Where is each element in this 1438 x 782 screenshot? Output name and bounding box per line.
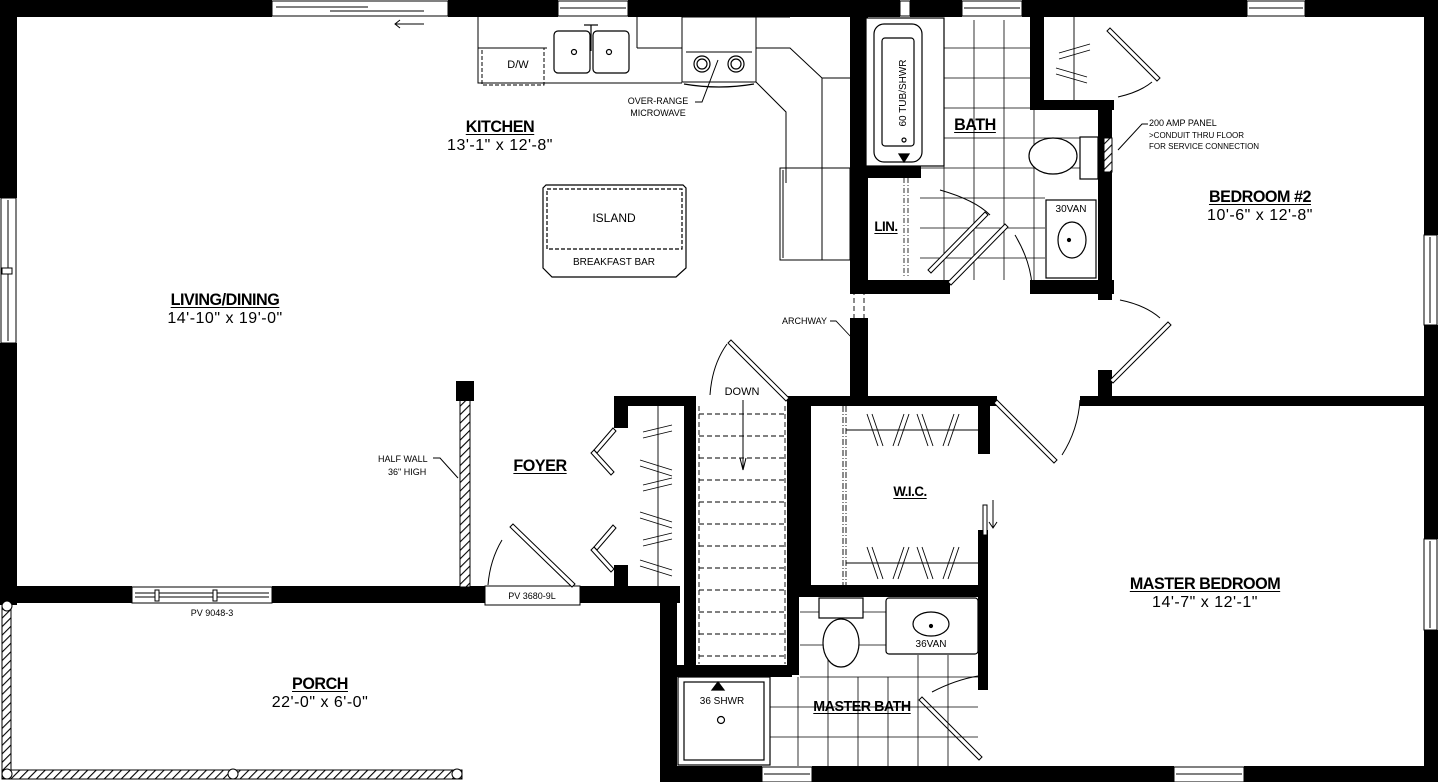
wic-slider-arrow-icon	[988, 500, 998, 529]
island	[542, 184, 687, 278]
half-wall-post	[456, 381, 474, 401]
toilet-icon	[1028, 136, 1099, 180]
master-vanity-label: 36VAN	[915, 639, 947, 650]
porch-posts	[1, 600, 463, 780]
archway	[830, 290, 865, 380]
tub-icon	[865, 17, 945, 167]
panel-note-1: 200 AMP PANEL	[1149, 118, 1217, 128]
half-wall-leader	[433, 457, 459, 479]
half-wall-label-2: 36" HIGH	[388, 467, 427, 477]
room-dims: 22'-0" x 6'-0"	[271, 694, 369, 711]
kitchen-counters	[477, 16, 851, 261]
room-name: BEDROOM #2	[1208, 187, 1312, 206]
room-dims: 14'-10" x 19'-0"	[167, 310, 283, 327]
slider-arrow-icon	[394, 19, 424, 29]
room-bath: BATH	[954, 115, 996, 134]
half-wall-label-1: HALF WALL	[378, 454, 428, 464]
shower-icon	[677, 676, 771, 766]
panel-note-2: >CONDUIT THRU FLOOR	[1149, 131, 1245, 140]
island-label: ISLAND	[592, 211, 636, 225]
microwave-label-2: MICROWAVE	[630, 108, 686, 118]
room-bedroom-2: BEDROOM #2 10'-6" x 12'-8"	[1180, 187, 1340, 225]
breakfast-bar-label: BREAKFAST BAR	[572, 257, 656, 268]
electrical-panel	[1103, 137, 1113, 173]
room-porch: PORCH 22'-0" x 6'-0"	[240, 674, 400, 712]
room-wic: W.I.C.	[893, 483, 927, 499]
room-dims: 14'-7" x 12'-1"	[1152, 594, 1258, 611]
interior-walls	[614, 17, 1438, 690]
room-dims: 10'-6" x 12'-8"	[1207, 207, 1313, 224]
doors	[509, 27, 1172, 761]
room-living-dining: LIVING/DINING 14'-10" x 19'-0"	[150, 290, 300, 328]
room-foyer: FOYER	[513, 456, 567, 475]
half-wall	[459, 399, 471, 588]
stairs-down-arrow-icon	[739, 400, 747, 471]
room-kitchen: KITCHEN 13'-1" x 12'-8"	[430, 117, 570, 155]
room-master-bath: MASTER BATH	[813, 698, 911, 715]
microwave-label-1: OVER-RANGE	[627, 96, 689, 106]
room-linen: LIN.	[874, 218, 898, 234]
archway-label: ARCHWAY	[782, 316, 827, 326]
linen-shelf	[903, 178, 909, 278]
closet-rods	[639, 17, 1091, 586]
front-window-label: PV 9048-3	[190, 608, 234, 618]
room-name: KITCHEN	[465, 117, 535, 136]
room-master-bedroom: MASTER BEDROOM 14'-7" x 12'-1"	[1110, 574, 1300, 612]
panel-note-3: FOR SERVICE CONNECTION	[1149, 142, 1260, 151]
room-name: MASTER BEDROOM	[1129, 574, 1281, 593]
panel-leader	[1117, 123, 1148, 151]
sink-icon	[553, 24, 630, 74]
front-door-label: PV 3680-9L	[508, 591, 556, 601]
room-name: LIVING/DINING	[170, 290, 280, 309]
room-dims: 13'-1" x 12'-8"	[447, 137, 553, 154]
range-icon	[683, 55, 755, 88]
master-toilet-icon	[818, 597, 864, 668]
stairs	[698, 406, 786, 664]
porch-rail-left	[1, 602, 12, 778]
master-vanity	[885, 597, 979, 655]
stairs-label: DOWN	[724, 386, 760, 398]
room-name: PORCH	[292, 674, 348, 693]
microwave-leader	[695, 59, 719, 103]
tub-label: 60 TUB/SHWR	[898, 59, 909, 127]
master-bath-tile	[770, 611, 978, 766]
bath-vanity	[1045, 199, 1097, 279]
bath-vanity-label: 30VAN	[1055, 204, 1087, 215]
dishwasher-label: D/W	[507, 59, 529, 71]
shower-label: 36 SHWR	[699, 696, 745, 707]
